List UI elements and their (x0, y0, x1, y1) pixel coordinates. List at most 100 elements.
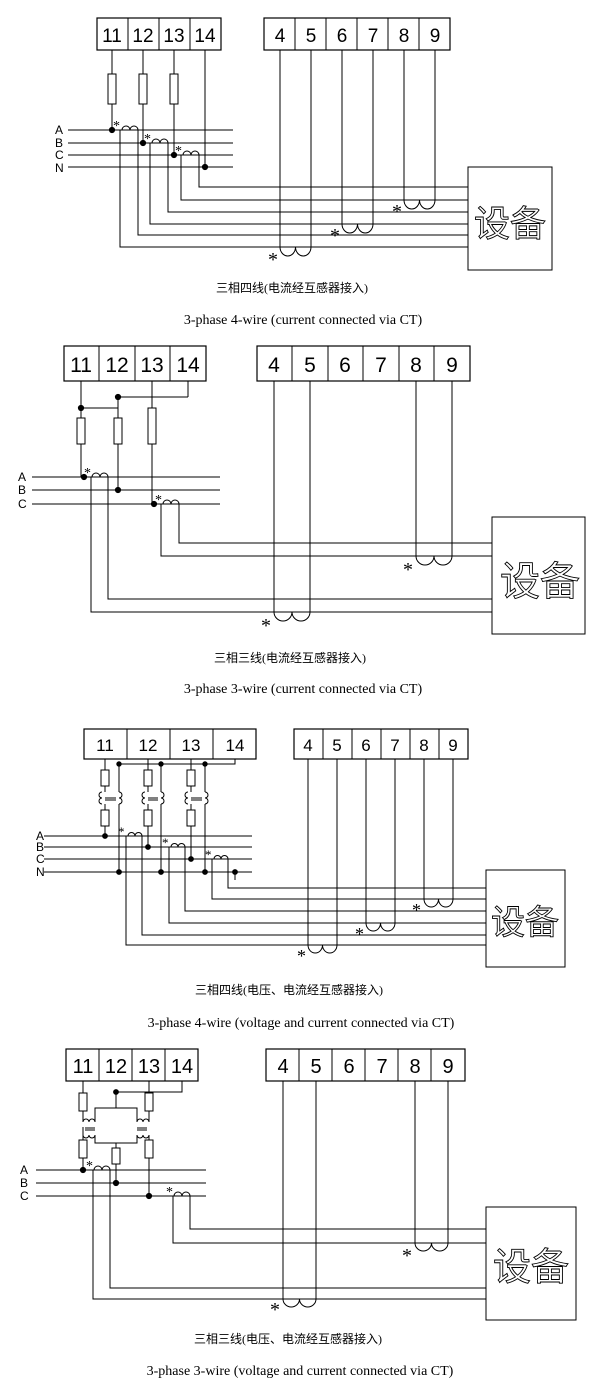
phase-labels: A B C N (36, 829, 45, 879)
polarity-mark: * (270, 1299, 280, 1321)
phase-labels: A B C (18, 470, 27, 511)
terminal-13: 13 (182, 736, 201, 755)
phase-label-a: A (55, 123, 63, 137)
terminal-block-current: 4 5 6 7 8 9 (293, 728, 469, 760)
terminal-14: 14 (176, 354, 200, 377)
terminal-8: 8 (409, 1056, 420, 1078)
diagram-3p3w-ct: 11 12 13 14 4 5 6 7 8 9 (18, 345, 586, 697)
diagram-3p4w-vt-ct: 11 12 13 14 4 5 6 7 8 9 (36, 728, 566, 1031)
phase-label-b: B (18, 483, 26, 497)
caption-cn: 三相三线(电流经互感器接入) (214, 650, 366, 665)
fuses (107, 50, 206, 167)
device-box (491, 516, 586, 635)
fuses (76, 381, 189, 504)
polarity-mark: * (297, 946, 306, 966)
polarity-mark: * (403, 559, 413, 581)
polarity-mark: * (268, 249, 278, 271)
device-coil-a (282, 1298, 317, 1308)
terminal-6: 6 (361, 736, 370, 755)
polarity-mark: * (402, 1245, 412, 1267)
terminal-7: 7 (390, 736, 399, 755)
terminal-4: 4 (268, 354, 280, 377)
caption-en: 3-phase 4-wire (voltage and current conn… (148, 1016, 455, 1031)
device-box (485, 1206, 577, 1321)
caption-cn: 三相三线(电压、电流经互感器接入) (194, 1331, 382, 1346)
phase-label-c: C (36, 852, 45, 866)
terminal-8: 8 (399, 26, 410, 47)
terminal-7: 7 (368, 26, 379, 47)
caption-cn: 三相四线(电压、电流经互感器接入) (195, 982, 383, 997)
polarity-mark: * (118, 824, 125, 839)
polarity-mark: * (330, 225, 340, 247)
device-box (467, 166, 553, 271)
device-coil-c (403, 199, 436, 210)
phase-label-b: B (36, 840, 44, 854)
terminal-11: 11 (102, 26, 122, 47)
device-coil-c (415, 555, 453, 566)
terminal-11: 11 (96, 736, 114, 755)
caption-cn: 三相四线(电流经互感器接入) (216, 280, 368, 295)
terminal-9: 9 (430, 26, 441, 47)
phase-label-a: A (36, 829, 44, 843)
terminal-9: 9 (442, 1056, 453, 1078)
polarity-mark: * (175, 144, 182, 159)
terminal-5: 5 (306, 26, 317, 47)
device-coil-a (307, 944, 338, 954)
terminal-4: 4 (303, 736, 312, 755)
terminal-4: 4 (275, 26, 286, 47)
phase-labels: A B C (20, 1163, 29, 1203)
terminal-6: 6 (337, 26, 348, 47)
polarity-mark: * (392, 201, 402, 223)
terminal-6: 6 (343, 1056, 354, 1078)
terminal-4: 4 (277, 1056, 288, 1078)
phase-label-a: A (18, 470, 26, 484)
terminal-block-voltage: 11 12 13 14 (65, 1048, 199, 1082)
ct-coil-c (173, 1191, 191, 1197)
terminal-5: 5 (304, 354, 316, 377)
terminal-block-voltage: 11 12 13 14 (63, 345, 207, 382)
terminal-12: 12 (132, 26, 153, 47)
phase-label-b: B (20, 1176, 28, 1190)
voltage-transformers (98, 759, 209, 872)
phase-label-n: N (55, 161, 64, 175)
terminal-8: 8 (419, 736, 428, 755)
terminal-13: 13 (163, 26, 184, 47)
phase-bus (32, 476, 220, 505)
phase-label-b: B (55, 136, 63, 150)
terminal-14: 14 (226, 736, 245, 755)
polarity-mark: * (412, 900, 421, 920)
diagram-3p3w-vt-ct: 11 12 13 14 4 5 6 7 8 9 (20, 1048, 577, 1379)
terminal-9: 9 (448, 736, 457, 755)
phase-label-n: N (36, 865, 45, 879)
device-box (485, 869, 566, 968)
terminal-12: 12 (105, 354, 128, 377)
phase-label-c: C (20, 1189, 29, 1203)
ct-coil-b (151, 138, 169, 144)
device-label: 设备 (491, 904, 559, 942)
phase-label-c: C (18, 497, 27, 511)
caption-en: 3-phase 4-wire (current connected via CT… (184, 313, 423, 328)
terminal-11: 11 (73, 1056, 94, 1078)
caption-en: 3-phase 3-wire (voltage and current conn… (147, 1364, 454, 1379)
terminal-block-current: 4 5 6 7 8 9 (256, 345, 471, 382)
terminal-11: 11 (70, 354, 92, 377)
terminal-block-voltage: 11 12 13 14 (96, 17, 222, 51)
polarity-mark: * (261, 615, 271, 637)
ct-coil-c (182, 150, 200, 156)
device-coil-b (341, 223, 374, 234)
terminal-13: 13 (140, 354, 163, 377)
terminal-block-current: 4 5 6 7 8 9 (265, 1048, 466, 1082)
terminal-13: 13 (138, 1056, 160, 1078)
device-coil-c (423, 898, 454, 908)
ct-coil-c (213, 855, 229, 860)
polarity-mark: * (162, 835, 169, 850)
device-label: 设备 (474, 204, 546, 244)
ct-coil-a (93, 1165, 111, 1171)
terminal-14: 14 (171, 1056, 193, 1078)
ct-coil-a (91, 472, 109, 478)
phase-label-c: C (55, 148, 64, 162)
device-coil-a (273, 611, 311, 622)
polarity-mark: * (166, 1185, 173, 1200)
caption-en: 3-phase 3-wire (current connected via CT… (184, 682, 423, 697)
